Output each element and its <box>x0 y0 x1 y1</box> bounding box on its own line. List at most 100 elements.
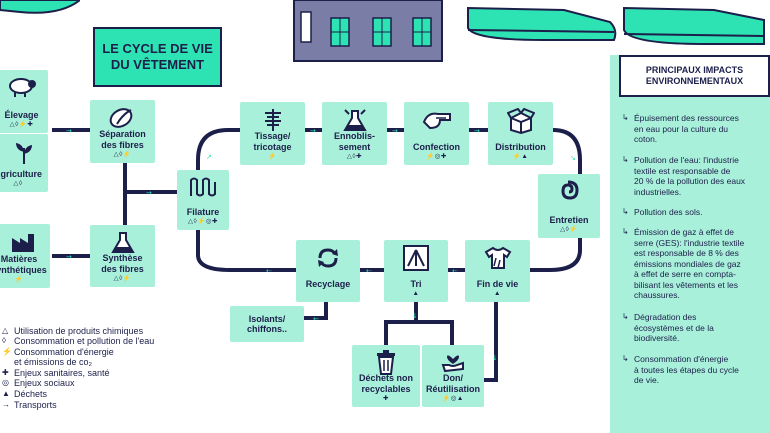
legend-item: △ Utilisation de produits chimiques <box>2 326 144 336</box>
legend-item: ◎Enjeux sociaux <box>2 378 75 388</box>
node-label: Don/ Réutilisation <box>425 373 480 394</box>
impact-item: ↳ Épuisement des ressources en eau pour l… <box>622 113 764 145</box>
node-symbols: ✚ <box>383 395 389 402</box>
node-label: Distribution <box>495 141 546 152</box>
svg-text:→: → <box>146 189 152 197</box>
node-agriculture: Agriculture △◊ <box>0 134 48 192</box>
water-drop-icon: ◊ <box>2 336 6 345</box>
node-fin-de-vie: Fin de vie ▲ <box>465 240 530 302</box>
yarn-icon <box>190 177 216 197</box>
node-symbols: △◊✚ <box>346 153 363 160</box>
arrow-icon: ↳ <box>622 227 629 236</box>
flask-icon <box>110 232 135 253</box>
node-symbols: △◊ <box>13 180 23 187</box>
node-entretien: Entretien △◊⚡ <box>538 174 600 238</box>
impact-text: Pollution de l'eau: l'industrie textile … <box>634 155 746 197</box>
legend-item: ✚ Enjeux sanitaires, santé <box>2 368 110 378</box>
waste-icon: ▲ <box>2 389 10 398</box>
node-tissage: Tissage/ tricotage ⚡ <box>240 102 305 165</box>
arrow-icon: ↳ <box>622 354 629 363</box>
top-left-shape <box>0 0 82 14</box>
svg-text:→: → <box>66 127 72 135</box>
impact-text: Épuisement des ressources en eau pour la… <box>634 113 739 144</box>
svg-text:→: → <box>66 253 72 261</box>
loom-icon <box>264 109 281 131</box>
recycle-icon <box>318 248 338 268</box>
plant-icon <box>16 143 32 164</box>
arrow-icon: ↳ <box>622 155 629 164</box>
impact-item: ↳Pollution des sols. <box>622 207 764 218</box>
arrow-icon: ↳ <box>622 113 629 122</box>
node-symbols: ▲ <box>494 290 501 297</box>
node-separation: Séparation des fibres △◊⚡ <box>90 100 155 163</box>
svg-text:↘: ↘ <box>570 154 576 162</box>
impact-item: ↳ Pollution de l'eau: l'industrie textile… <box>622 155 764 197</box>
building-illustration <box>293 0 443 62</box>
node-ennoblissement: Ennoblis- sement △◊✚ <box>322 102 387 165</box>
node-label: Tissage/ tricotage <box>253 131 292 152</box>
node-label: Recyclage <box>305 278 351 289</box>
node-label: Ennoblis- sement <box>334 131 375 152</box>
impact-text: Consommation d'énergie à toutes les étap… <box>634 354 739 385</box>
node-symbols: ⚡◎✚ <box>426 153 447 160</box>
impact-item: ↳ Émission de gaz à effet de serre (GES):… <box>622 227 764 301</box>
node-symbols: △◊⚡ <box>113 275 132 282</box>
node-label: Séparation des fibres <box>99 129 146 150</box>
node-synthese: Synthèse des fibres △◊⚡ <box>90 225 155 287</box>
legend-item: ▲ Déchets <box>2 389 48 399</box>
legend-text: Utilisation de produits chimiques <box>14 326 144 336</box>
sheep-icon <box>8 78 36 97</box>
svg-text:→: → <box>392 127 398 135</box>
node-symbols: ⚡◎▲ <box>442 395 464 402</box>
lightning-icon: ⚡ <box>2 347 12 356</box>
svg-text:⇠: ⇠ <box>266 267 272 275</box>
node-label: Déchets non recyclables <box>358 373 413 394</box>
node-label: Agriculture <box>0 168 42 179</box>
node-don: Don/ Réutilisation ⚡◎▲ <box>422 345 484 407</box>
svg-text:→: → <box>310 127 316 135</box>
node-elevage: Élevage △◊⚡✚ <box>0 70 48 133</box>
donation-icon <box>441 355 464 373</box>
legend-item: ◊ Consommation et pollution de l'eau <box>2 336 155 346</box>
sewing-icon <box>422 112 451 130</box>
legend-text: Transports <box>14 400 57 410</box>
svg-text:↗: ↗ <box>206 153 212 161</box>
node-matieres-synthetiques: Matières synthétiques ⚡ <box>0 224 50 288</box>
svg-text:↓: ↓ <box>412 312 418 320</box>
node-symbols: ⚡ <box>14 276 24 283</box>
node-symbols: △◊⚡◎✚ <box>188 218 218 225</box>
beaker-icon <box>342 109 367 131</box>
node-label: Matières synthétiques <box>0 254 47 275</box>
impacts-panel <box>610 55 770 433</box>
node-symbols: △◊⚡ <box>560 226 578 233</box>
impacts-panel-title: PRINCIPAUX IMPACTS ENVIRONNEMENTAUX <box>619 55 770 97</box>
factory-icon <box>12 234 35 252</box>
legend-text: Déchets <box>14 389 48 399</box>
chemical-icon: △ <box>2 326 9 335</box>
impact-text: Émission de gaz à effet de serre (GES): … <box>634 227 745 300</box>
arrow-icon: ↳ <box>622 312 629 321</box>
tshirt-icon <box>484 246 511 269</box>
node-symbols: △◊⚡ <box>113 151 132 158</box>
legend-text: Enjeux sociaux <box>14 378 75 388</box>
legend-text: Consommation d'énergie et émissions de c… <box>14 347 114 367</box>
spiral-icon <box>561 180 579 200</box>
diagram-title: LE CYCLE DE VIE DU VÊTEMENT <box>93 27 222 87</box>
node-symbols: △◊⚡✚ <box>9 121 34 128</box>
legend-text: Enjeux sanitaires, santé <box>14 368 110 378</box>
node-isolants: Isolants/ chiffons.. <box>230 306 304 342</box>
node-label: Entretien <box>549 214 589 225</box>
sorting-icon <box>403 245 429 271</box>
legend-text: Consommation et pollution de l'eau <box>14 336 155 346</box>
node-recyclage: Recyclage <box>296 240 360 302</box>
node-label: Isolants/ chiffons.. <box>247 313 287 335</box>
node-tri: Tri ▲ <box>384 240 448 302</box>
node-label: Fin de vie <box>476 278 519 289</box>
trash-icon <box>377 350 395 375</box>
node-symbols: ⚡ <box>268 153 277 160</box>
health-cross-icon: ✚ <box>2 368 9 377</box>
svg-text:⇠: ⇠ <box>452 267 458 275</box>
impact-item: ↳ Consommation d'énergie à toutes les éta… <box>622 354 764 386</box>
legend-item: →Transports <box>2 400 57 410</box>
impact-text: Dégradation des écosystèmes et de la bio… <box>634 312 714 343</box>
